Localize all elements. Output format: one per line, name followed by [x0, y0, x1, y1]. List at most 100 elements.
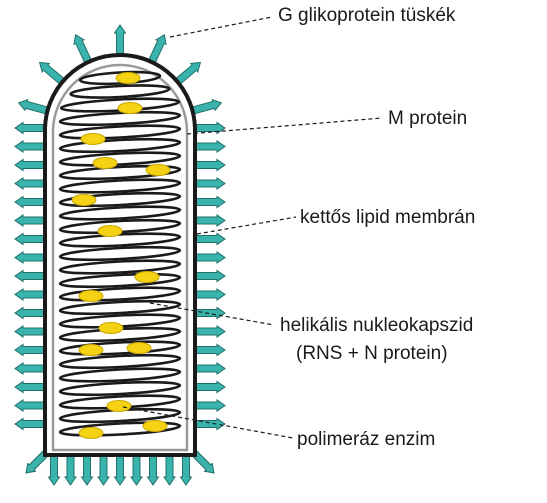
helix-loop — [58, 286, 182, 302]
polymerase-enzyme — [134, 271, 160, 283]
spike — [194, 140, 226, 153]
spike — [14, 195, 46, 209]
helical-nucleocapsid — [58, 70, 182, 437]
helix-loop — [78, 70, 162, 86]
spike — [194, 399, 226, 412]
helix-loop — [58, 191, 182, 208]
label-nucleocapsid: helikális nukleokapszid — [280, 315, 473, 336]
helix-loop — [58, 151, 182, 167]
label-nucleocapsid-composition: (RNS + N protein) — [296, 343, 448, 364]
polymerase-enzyme — [98, 322, 124, 334]
helix-loop — [58, 340, 182, 356]
spike — [194, 380, 226, 394]
spike — [174, 61, 202, 86]
helix-loop — [58, 164, 182, 181]
leader-m-protein — [186, 117, 383, 135]
spike — [14, 306, 46, 320]
helix-loop — [58, 178, 182, 194]
helix-loop — [58, 205, 182, 221]
spike — [14, 177, 46, 190]
helix-loop — [58, 380, 182, 397]
polymerase-enzyme — [126, 342, 152, 354]
spike — [38, 61, 66, 86]
spike — [194, 158, 226, 172]
helix-loop — [58, 299, 182, 316]
helix-loop — [58, 367, 182, 383]
glycoprotein-spikes — [14, 24, 226, 486]
spike — [97, 454, 110, 486]
spike — [14, 343, 46, 357]
polymerase-enzyme — [78, 427, 104, 439]
spike — [14, 417, 46, 431]
spike — [14, 380, 46, 394]
spike — [194, 232, 226, 246]
spike — [194, 417, 226, 431]
spike — [113, 454, 127, 486]
spike — [14, 251, 46, 264]
polymerase-enzyme — [78, 344, 104, 356]
spike — [130, 454, 143, 486]
helix-loop — [58, 245, 182, 262]
polymerase-enzyme — [71, 194, 97, 206]
polymerase-enzyme — [78, 290, 104, 302]
label-m-protein: M protein — [388, 108, 467, 129]
spike — [146, 454, 160, 486]
spike — [14, 158, 46, 172]
spike — [14, 269, 46, 283]
spike — [47, 454, 61, 486]
helix-loop — [58, 110, 182, 127]
polymerase-enzyme — [115, 72, 141, 84]
spike — [194, 362, 226, 375]
spike — [14, 214, 46, 227]
helix-loop — [58, 421, 182, 437]
label-lipid-membrane: kettős lipid membrán — [300, 207, 475, 228]
polymerase-enzyme — [97, 225, 123, 237]
spike — [194, 269, 226, 283]
leader-polymerase — [122, 406, 294, 439]
spike — [194, 325, 226, 338]
spike — [194, 306, 226, 320]
spike — [179, 454, 193, 486]
polymerase-enzyme — [142, 420, 168, 432]
spike — [64, 454, 77, 486]
spike — [194, 214, 226, 227]
spike — [194, 288, 226, 301]
spike — [14, 288, 46, 301]
spike — [14, 140, 46, 153]
spike — [73, 33, 93, 65]
helix-loop — [58, 124, 182, 140]
polymerase-enzyme — [117, 102, 143, 114]
leader-spikes — [169, 16, 273, 38]
spike — [14, 399, 46, 412]
helix-loop — [58, 259, 182, 275]
label-polymerase: polimeráz enzim — [297, 429, 435, 450]
label-glycoprotein-spikes: G glikoprotein tüskék — [278, 5, 456, 26]
spike — [147, 33, 167, 65]
helix-loop — [69, 84, 171, 99]
spike — [194, 251, 226, 264]
spike — [190, 98, 223, 115]
spike — [14, 362, 46, 375]
spike — [194, 343, 226, 357]
polymerase-enzyme — [80, 133, 106, 145]
spike — [80, 454, 94, 486]
helix-loop — [58, 137, 182, 154]
spike — [14, 325, 46, 338]
spike — [17, 98, 50, 115]
helix-loop — [58, 272, 182, 289]
polymerase-enzyme — [106, 400, 132, 412]
polymerase-enzyme — [145, 164, 171, 176]
polymerase-enzyme — [92, 157, 118, 169]
leader-membrane — [196, 216, 297, 235]
spike — [194, 177, 226, 190]
spike — [113, 24, 127, 56]
spike — [14, 121, 46, 135]
spike — [163, 454, 176, 486]
leader-lines — [122, 16, 383, 439]
polymerase-enzymes — [71, 72, 171, 439]
helix-loop — [58, 353, 182, 370]
spike — [14, 232, 46, 246]
spike — [194, 195, 226, 209]
